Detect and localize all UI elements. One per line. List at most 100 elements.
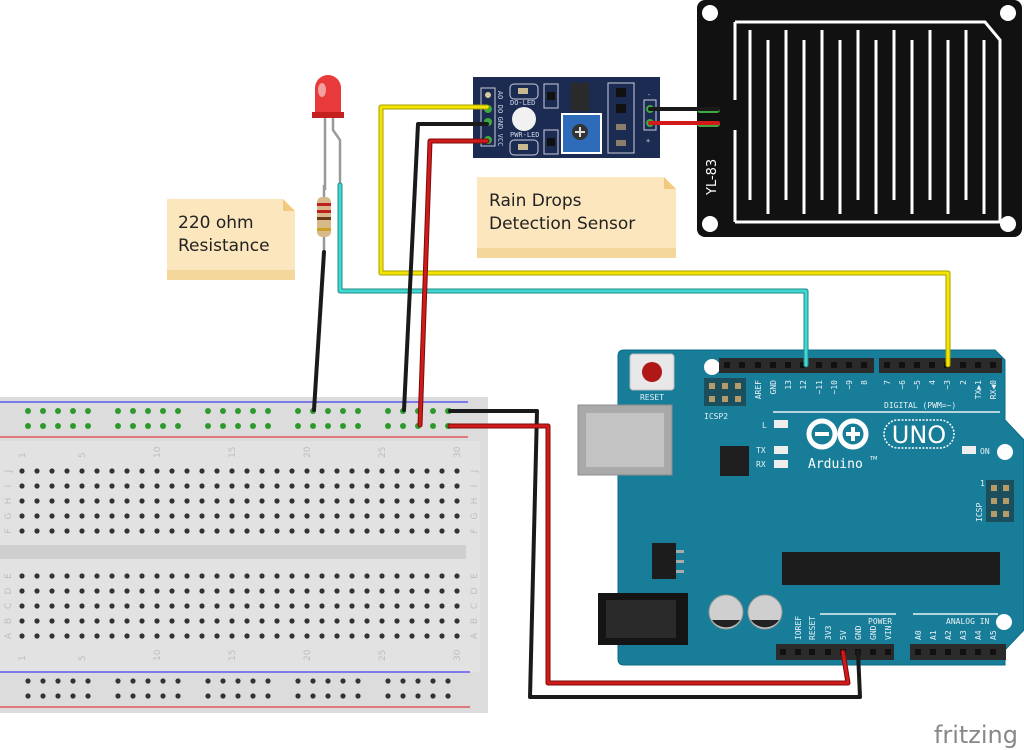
breadboard-hole[interactable]	[154, 618, 160, 624]
rail-hole-connected[interactable]	[130, 408, 136, 414]
breadboard-hole[interactable]	[349, 573, 355, 579]
breadboard-hole[interactable]	[169, 498, 175, 504]
breadboard-hole[interactable]	[124, 528, 130, 534]
breadboard-hole[interactable]	[394, 498, 400, 504]
breadboard-hole[interactable]	[454, 498, 460, 504]
breadboard-hole[interactable]	[199, 483, 205, 489]
breadboard-hole[interactable]	[259, 483, 265, 489]
rail-hole-connected[interactable]	[160, 423, 166, 429]
breadboard-hole[interactable]	[319, 588, 325, 594]
breadboard-hole[interactable]	[229, 618, 235, 624]
breadboard-hole[interactable]	[34, 498, 40, 504]
breadboard-hole[interactable]	[139, 588, 145, 594]
breadboard-hole[interactable]	[64, 573, 70, 579]
breadboard-hole[interactable]	[289, 573, 295, 579]
breadboard-hole[interactable]	[304, 513, 310, 519]
breadboard-hole[interactable]	[349, 633, 355, 639]
rail-hole-connected[interactable]	[355, 408, 361, 414]
rail-hole-connected[interactable]	[340, 408, 346, 414]
header-pin[interactable]	[825, 649, 831, 655]
breadboard-hole[interactable]	[109, 498, 115, 504]
breadboard-hole[interactable]	[94, 483, 100, 489]
rail-hole[interactable]	[175, 693, 181, 699]
breadboard-hole[interactable]	[124, 483, 130, 489]
breadboard-hole[interactable]	[169, 588, 175, 594]
breadboard-hole[interactable]	[169, 633, 175, 639]
breadboard-hole[interactable]	[49, 573, 55, 579]
rail-hole[interactable]	[415, 678, 421, 684]
rail-hole-connected[interactable]	[295, 423, 301, 429]
breadboard-hole[interactable]	[109, 468, 115, 474]
breadboard-hole[interactable]	[394, 513, 400, 519]
breadboard-hole[interactable]	[439, 528, 445, 534]
breadboard-hole[interactable]	[454, 588, 460, 594]
wire-module-vcc[interactable]	[418, 139, 489, 427]
breadboard-hole[interactable]	[409, 513, 415, 519]
breadboard-hole[interactable]	[274, 513, 280, 519]
breadboard-hole[interactable]	[274, 483, 280, 489]
reset-button-cap[interactable]	[642, 362, 662, 382]
breadboard-hole[interactable]	[259, 513, 265, 519]
breadboard-hole[interactable]	[394, 618, 400, 624]
rail-hole[interactable]	[85, 693, 91, 699]
breadboard-hole[interactable]	[94, 633, 100, 639]
breadboard-hole[interactable]	[64, 468, 70, 474]
breadboard-hole[interactable]	[229, 603, 235, 609]
breadboard-hole[interactable]	[379, 618, 385, 624]
breadboard-hole[interactable]	[109, 573, 115, 579]
breadboard-hole[interactable]	[19, 483, 25, 489]
rail-hole-connected[interactable]	[310, 423, 316, 429]
rail-hole[interactable]	[70, 693, 76, 699]
rail-hole[interactable]	[250, 678, 256, 684]
breadboard-hole[interactable]	[394, 633, 400, 639]
header-pin[interactable]	[861, 362, 867, 368]
rail-hole[interactable]	[145, 678, 151, 684]
rail-hole[interactable]	[340, 678, 346, 684]
breadboard-hole[interactable]	[34, 468, 40, 474]
breadboard-hole[interactable]	[154, 498, 160, 504]
breadboard-hole[interactable]	[289, 513, 295, 519]
breadboard-hole[interactable]	[289, 528, 295, 534]
breadboard-hole[interactable]	[244, 603, 250, 609]
breadboard-hole[interactable]	[319, 498, 325, 504]
rail-hole[interactable]	[430, 693, 436, 699]
header-pin[interactable]	[724, 362, 730, 368]
breadboard-hole[interactable]	[439, 483, 445, 489]
breadboard-hole[interactable]	[274, 588, 280, 594]
breadboard-hole[interactable]	[124, 498, 130, 504]
rail-hole-connected[interactable]	[25, 408, 31, 414]
breadboard-hole[interactable]	[379, 498, 385, 504]
breadboard-hole[interactable]	[49, 588, 55, 594]
rail-hole-connected[interactable]	[175, 423, 181, 429]
rail-hole-connected[interactable]	[220, 423, 226, 429]
breadboard-hole[interactable]	[124, 618, 130, 624]
breadboard-hole[interactable]	[169, 468, 175, 474]
breadboard-hole[interactable]	[199, 573, 205, 579]
rail-hole[interactable]	[340, 693, 346, 699]
breadboard-hole[interactable]	[379, 633, 385, 639]
header-pin[interactable]	[780, 649, 786, 655]
breadboard-hole[interactable]	[454, 573, 460, 579]
breadboard-hole[interactable]	[214, 618, 220, 624]
breadboard-hole[interactable]	[424, 618, 430, 624]
breadboard-hole[interactable]	[94, 573, 100, 579]
rail-hole-connected[interactable]	[25, 423, 31, 429]
breadboard-hole[interactable]	[439, 513, 445, 519]
wire-module-vcc-outline[interactable]	[417, 138, 490, 428]
breadboard-hole[interactable]	[364, 483, 370, 489]
breadboard-hole[interactable]	[49, 618, 55, 624]
breadboard-hole[interactable]	[154, 573, 160, 579]
rail-hole[interactable]	[205, 678, 211, 684]
rail-hole-connected[interactable]	[40, 408, 46, 414]
breadboard-hole[interactable]	[334, 573, 340, 579]
breadboard-hole[interactable]	[94, 513, 100, 519]
breadboard-hole[interactable]	[289, 498, 295, 504]
rail-hole-connected[interactable]	[250, 423, 256, 429]
wire-ao-pin3[interactable]	[379, 105, 950, 367]
header-pin[interactable]	[960, 649, 966, 655]
breadboard-hole[interactable]	[259, 588, 265, 594]
breadboard-hole[interactable]	[139, 468, 145, 474]
breadboard-hole[interactable]	[409, 498, 415, 504]
breadboard-hole[interactable]	[214, 513, 220, 519]
rail-hole[interactable]	[400, 693, 406, 699]
